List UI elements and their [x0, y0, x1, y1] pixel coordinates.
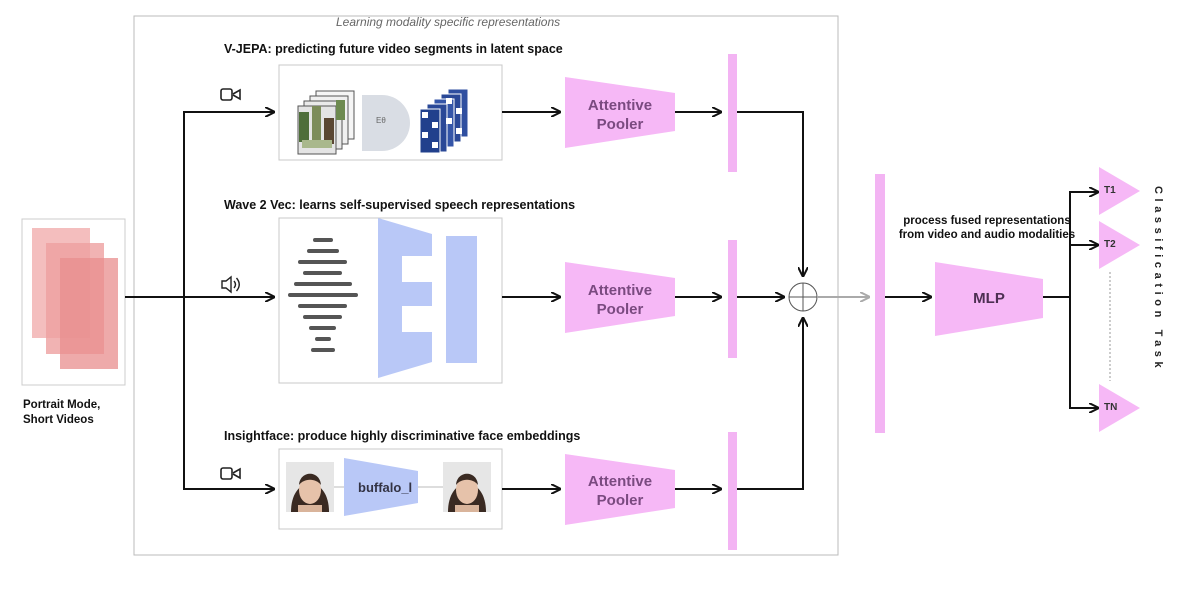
vjepa-encoder-shape — [362, 95, 410, 151]
face-embedding-bar — [728, 432, 737, 550]
modality-region-frame — [133, 15, 839, 556]
wav2vec-panel — [278, 217, 503, 384]
speaker-icon — [221, 275, 240, 294]
pooler-label-line1: Attentive — [587, 97, 653, 114]
wav2vec-title: Wave 2 Vec: learns self-supervised speec… — [224, 198, 576, 212]
pooler-label-audio: Attentive Pooler — [565, 281, 675, 319]
task-output-arrows — [1043, 192, 1098, 408]
fusion-description: process fused representations from video… — [898, 215, 1076, 241]
face-image-output — [443, 462, 491, 512]
input-caption: Portrait Mode, Short Videos — [23, 398, 100, 428]
video-camera-icon — [220, 88, 241, 101]
pooler-label-line2: Pooler — [596, 492, 644, 509]
frame-front — [60, 258, 118, 369]
task-head-t2 — [1099, 221, 1140, 269]
wav2vec-context-block — [446, 236, 477, 363]
pooler-output-arrows — [675, 112, 721, 489]
pooler-label-line1: Attentive — [587, 473, 653, 490]
circle-plus-icon — [788, 282, 818, 312]
vjepa-title: V-JEPA: predicting future video segments… — [224, 42, 563, 56]
pooler-label-line1: Attentive — [587, 282, 653, 299]
insightface-title: Insightface: produce highly discriminati… — [224, 429, 581, 443]
video-embedding-bar — [728, 54, 737, 172]
buffalo-model-label: buffalo_l — [358, 480, 413, 495]
pooler-label-video: Attentive Pooler — [565, 96, 675, 134]
input-caption-line2: Short Videos — [23, 414, 94, 426]
fused-embedding-bar — [875, 174, 885, 433]
input-caption-line1: Portrait Mode, — [23, 399, 101, 411]
pooler-label-face: Attentive Pooler — [565, 472, 675, 510]
input-split-arrows — [125, 112, 274, 489]
attentive-pooler-video — [565, 77, 675, 148]
task-label-t2: T2 — [1104, 239, 1116, 250]
face-image-input — [286, 462, 334, 512]
audio-embedding-bar — [728, 240, 737, 358]
insightface-panel — [278, 448, 503, 530]
input-video-stack — [21, 218, 126, 386]
classification-task-title: Classification Task — [1152, 186, 1164, 373]
encoder-output-arrows — [502, 112, 560, 489]
attentive-pooler-audio — [565, 262, 675, 333]
video-camera-icon — [220, 467, 241, 480]
fusion-input-arrows — [737, 111, 803, 490]
wav2vec-encoder-shape — [378, 218, 432, 378]
task-label-t1: T1 — [1104, 185, 1116, 196]
task-head-tn — [1099, 384, 1140, 432]
task-label-tn: TN — [1104, 402, 1118, 413]
vjepa-panel — [278, 64, 503, 161]
attentive-pooler-face — [565, 454, 675, 525]
pooler-label-line2: Pooler — [596, 301, 644, 318]
region-title: Learning modality specific representatio… — [336, 15, 561, 29]
buffalo-model-shape — [344, 458, 418, 516]
task-head-t1 — [1099, 167, 1140, 215]
video-clip-frames — [297, 90, 355, 155]
latent-grid-cells — [422, 98, 462, 148]
audio-waveform — [288, 238, 358, 352]
mlp-label: MLP — [973, 290, 1005, 307]
vjepa-encoder-label: Eθ — [376, 116, 386, 125]
mlp-block — [935, 262, 1043, 336]
pooler-label-line2: Pooler — [596, 116, 644, 133]
